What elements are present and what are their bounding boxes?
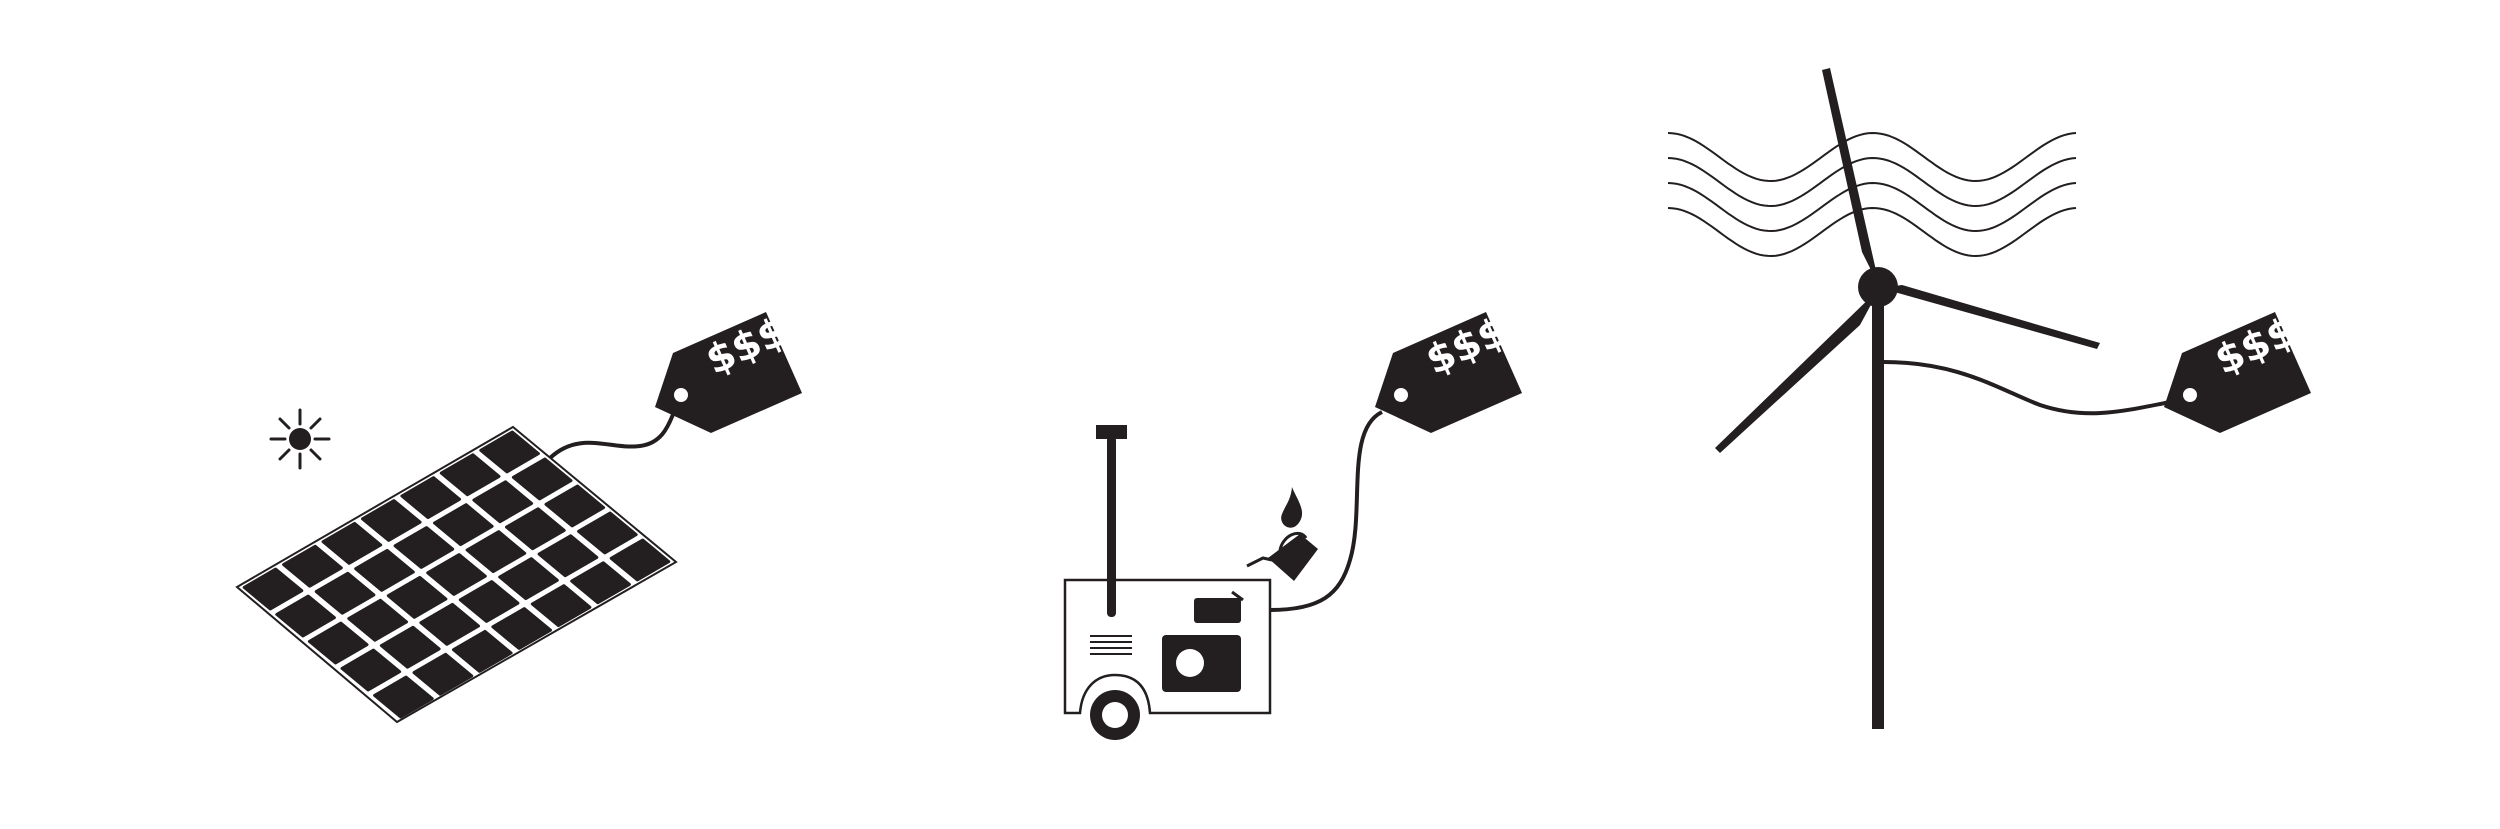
solar-tag-string [548,409,677,460]
solar-cell [393,526,455,569]
solar-cell [491,607,552,650]
solar-panel-illustration: $$$ [235,308,802,724]
solar-cell [472,480,534,524]
solar-cell [321,521,383,565]
solar-cell [386,575,448,619]
solar-cell [242,567,304,611]
solar-cell [458,580,520,623]
solar-cell [498,557,559,601]
solar-cell [282,544,343,588]
solar-cell [433,503,494,547]
generator-illustration: $$$ [1063,308,1522,740]
solar-cell [412,652,474,696]
fuel-drop-icon [1281,487,1303,528]
solar-cell [577,511,638,555]
solar-cell [426,553,487,596]
solar-cell [530,584,592,628]
solar-cell [479,430,540,474]
solar-cell [400,476,461,520]
solar-cell [570,561,631,605]
solar-cell [537,534,599,578]
turbine-tag-string [1883,360,2171,416]
price-tag-icon: $$$ [2164,308,2311,433]
generator-icon [1063,425,1272,740]
wind-turbine-illustration: $$$ [1667,68,2311,729]
solar-cell [314,571,376,615]
wind-turbine-icon [1715,68,2100,729]
wind-wave-line [1667,131,2077,183]
solar-cell [452,629,513,673]
wind-waves-icon [1667,131,2077,258]
solar-cell [465,530,527,574]
solar-cell [439,453,501,497]
wind-wave-line [1667,181,2077,233]
solar-cell [511,457,573,501]
solar-cell [275,594,336,638]
wind-wave-line [1667,156,2077,208]
solar-cell [354,548,415,592]
sun-icon [269,408,331,470]
solar-cell [307,621,369,665]
solar-cell [347,598,408,642]
price-tag-icon: $$$ [1375,308,1522,433]
solar-cells [242,430,671,719]
solar-cell [340,648,402,692]
solar-panel-icon [235,425,678,724]
solar-cell [373,675,434,719]
solar-cell [544,484,606,528]
price-tag-icon: $$$ [655,308,802,433]
solar-cell [505,507,566,551]
solar-cell [609,538,671,582]
wind-wave-line [1667,206,2077,258]
solar-cell [361,499,422,542]
generator-tag-string [1269,410,1384,612]
solar-cell [419,602,480,646]
fuel-can-icon [1246,531,1318,581]
solar-cell [379,625,441,669]
